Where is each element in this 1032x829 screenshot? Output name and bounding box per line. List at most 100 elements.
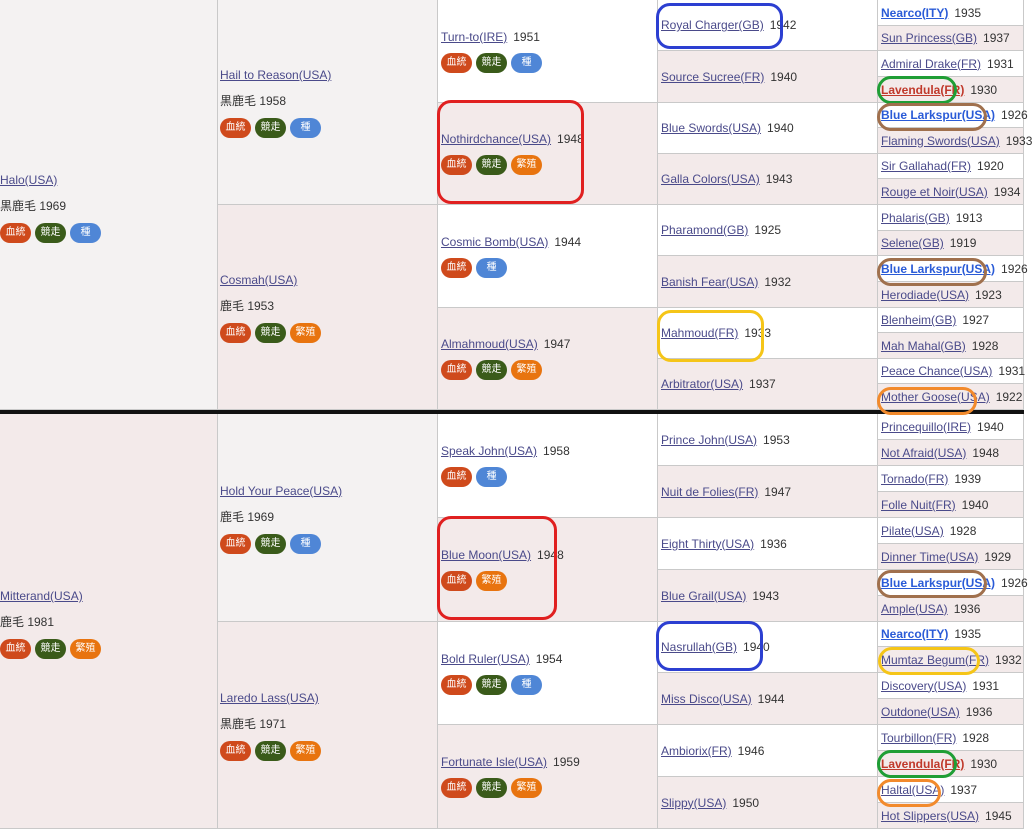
horse-link-turn-to-ire[interactable]: Turn-to(IRE) bbox=[441, 29, 508, 44]
horse-link-mitterand-usa[interactable]: Mitterand(USA) bbox=[0, 589, 83, 603]
badge-stud[interactable]: 繁殖 bbox=[290, 323, 321, 343]
badge-seed[interactable]: 種 bbox=[70, 222, 101, 243]
horse-link-lavendula-fr[interactable]: Lavendula(FR) bbox=[881, 82, 965, 97]
badge-seed[interactable]: 種 bbox=[290, 118, 321, 138]
badge-blood[interactable]: 血統 bbox=[441, 674, 472, 695]
horse-link-rouge-et-noir-usa[interactable]: Rouge et Noir(USA) bbox=[881, 184, 988, 199]
horse-link-peace-chance-usa[interactable]: Peace Chance(USA) bbox=[881, 364, 993, 378]
badge-race[interactable]: 競走 bbox=[255, 533, 286, 554]
horse-link-source-sucree-fr[interactable]: Source Sucree(FR) bbox=[661, 69, 765, 84]
badge-stud[interactable]: 繁殖 bbox=[476, 571, 507, 591]
horse-link-dinner-time-usa[interactable]: Dinner Time(USA) bbox=[881, 549, 979, 564]
horse-link-nearco-ity[interactable]: Nearco(ITY) bbox=[881, 627, 949, 641]
badge-blood[interactable]: 血統 bbox=[0, 639, 31, 659]
badge-race[interactable]: 競走 bbox=[476, 155, 507, 175]
badge-blood[interactable]: 血統 bbox=[220, 118, 251, 138]
horse-link-mah-mahal-gb[interactable]: Mah Mahal(GB) bbox=[881, 338, 966, 353]
badge-blood[interactable]: 血統 bbox=[441, 571, 472, 591]
badge-seed[interactable]: 種 bbox=[511, 52, 542, 73]
horse-link-bold-ruler-usa[interactable]: Bold Ruler(USA) bbox=[441, 651, 530, 666]
horse-link-galla-colors-usa[interactable]: Galla Colors(USA) bbox=[661, 172, 760, 186]
badge-race[interactable]: 競走 bbox=[476, 674, 507, 695]
badge-blood[interactable]: 血統 bbox=[220, 533, 251, 554]
horse-link-tornado-fr[interactable]: Tornado(FR) bbox=[881, 471, 949, 486]
horse-link-cosmah-usa[interactable]: Cosmah(USA) bbox=[220, 273, 298, 287]
horse-link-blue-larkspur-usa[interactable]: Blue Larkspur(USA) bbox=[881, 261, 996, 276]
horse-link-mumtaz-begum-fr[interactable]: Mumtaz Begum(FR) bbox=[881, 652, 990, 667]
horse-link-sir-gallahad-fr[interactable]: Sir Gallahad(FR) bbox=[881, 159, 972, 173]
badge-race[interactable]: 競走 bbox=[476, 778, 507, 798]
horse-link-mother-goose-usa[interactable]: Mother Goose(USA) bbox=[881, 389, 990, 404]
horse-link-hot-slippers-usa[interactable]: Hot Slippers(USA) bbox=[881, 808, 980, 823]
badge-race[interactable]: 競走 bbox=[35, 222, 66, 243]
horse-link-fortunate-isle-usa[interactable]: Fortunate Isle(USA) bbox=[441, 755, 548, 769]
horse-link-admiral-drake-fr[interactable]: Admiral Drake(FR) bbox=[881, 56, 982, 71]
badge-blood[interactable]: 血統 bbox=[220, 323, 251, 343]
horse-link-ambiorix-fr[interactable]: Ambiorix(FR) bbox=[661, 743, 732, 758]
horse-link-pilate-usa[interactable]: Pilate(USA) bbox=[881, 523, 944, 538]
badge-blood[interactable]: 血統 bbox=[441, 257, 472, 278]
badge-seed[interactable]: 種 bbox=[511, 674, 542, 695]
badge-seed[interactable]: 種 bbox=[476, 257, 507, 278]
horse-link-discovery-usa[interactable]: Discovery(USA) bbox=[881, 678, 967, 693]
horse-link-nasrullah-gb[interactable]: Nasrullah(GB) bbox=[661, 640, 738, 654]
horse-link-nearco-ity[interactable]: Nearco(ITY) bbox=[881, 5, 949, 20]
horse-link-almahmoud-usa[interactable]: Almahmoud(USA) bbox=[441, 337, 538, 351]
horse-link-pharamond-gb[interactable]: Pharamond(GB) bbox=[661, 223, 749, 237]
horse-link-blenheim-gb[interactable]: Blenheim(GB) bbox=[881, 313, 957, 327]
badge-blood[interactable]: 血統 bbox=[441, 155, 472, 175]
horse-link-arbitrator-usa[interactable]: Arbitrator(USA) bbox=[661, 377, 744, 391]
horse-link-selene-gb[interactable]: Selene(GB) bbox=[881, 236, 944, 250]
badge-blood[interactable]: 血統 bbox=[441, 52, 472, 73]
horse-link-sun-princess-gb[interactable]: Sun Princess(GB) bbox=[881, 31, 978, 45]
badge-blood[interactable]: 血統 bbox=[0, 222, 31, 243]
horse-link-herodiade-usa[interactable]: Herodiade(USA) bbox=[881, 287, 970, 302]
badge-blood[interactable]: 血統 bbox=[441, 778, 472, 798]
horse-link-nothirdchance-usa[interactable]: Nothirdchance(USA) bbox=[441, 132, 552, 146]
horse-link-prince-john-usa[interactable]: Prince John(USA) bbox=[661, 432, 758, 447]
horse-link-eight-thirty-usa[interactable]: Eight Thirty(USA) bbox=[661, 536, 755, 551]
horse-link-blue-moon-usa[interactable]: Blue Moon(USA) bbox=[441, 548, 532, 562]
horse-link-flaming-swords-usa[interactable]: Flaming Swords(USA) bbox=[881, 133, 1000, 148]
horse-link-nuit-de-folies-fr[interactable]: Nuit de Folies(FR) bbox=[661, 484, 759, 499]
badge-blood[interactable]: 血統 bbox=[220, 741, 251, 761]
horse-link-blue-larkspur-usa[interactable]: Blue Larkspur(USA) bbox=[881, 108, 996, 122]
horse-link-laredo-lass-usa[interactable]: Laredo Lass(USA) bbox=[220, 691, 319, 705]
horse-link-lavendula-fr[interactable]: Lavendula(FR) bbox=[881, 756, 965, 771]
horse-link-tourbillon-fr[interactable]: Tourbillon(FR) bbox=[881, 730, 957, 745]
horse-link-banish-fear-usa[interactable]: Banish Fear(USA) bbox=[661, 274, 759, 289]
horse-link-blue-grail-usa[interactable]: Blue Grail(USA) bbox=[661, 588, 747, 603]
horse-link-blue-swords-usa[interactable]: Blue Swords(USA) bbox=[661, 121, 762, 135]
horse-link-outdone-usa[interactable]: Outdone(USA) bbox=[881, 704, 960, 719]
horse-link-blue-larkspur-usa[interactable]: Blue Larkspur(USA) bbox=[881, 575, 996, 590]
badge-seed[interactable]: 種 bbox=[476, 467, 507, 487]
badge-race[interactable]: 競走 bbox=[476, 52, 507, 73]
badge-race[interactable]: 競走 bbox=[255, 118, 286, 138]
badge-race[interactable]: 競走 bbox=[255, 741, 286, 761]
badge-stud[interactable]: 繁殖 bbox=[511, 155, 542, 175]
horse-link-royal-charger-gb[interactable]: Royal Charger(GB) bbox=[661, 18, 764, 32]
badge-race[interactable]: 競走 bbox=[476, 360, 507, 380]
badge-stud[interactable]: 繁殖 bbox=[511, 360, 542, 380]
horse-link-haltal-usa[interactable]: Haltal(USA) bbox=[881, 782, 945, 797]
horse-link-hail-to-reason-usa[interactable]: Hail to Reason(USA) bbox=[220, 68, 332, 82]
horse-link-miss-disco-usa[interactable]: Miss Disco(USA) bbox=[661, 691, 752, 706]
horse-link-mahmoud-fr[interactable]: Mahmoud(FR) bbox=[661, 326, 739, 340]
horse-link-speak-john-usa[interactable]: Speak John(USA) bbox=[441, 444, 538, 458]
badge-stud[interactable]: 繁殖 bbox=[511, 778, 542, 798]
horse-link-folle-nuit-fr[interactable]: Folle Nuit(FR) bbox=[881, 497, 956, 512]
badge-race[interactable]: 競走 bbox=[255, 323, 286, 343]
horse-link-halo-usa[interactable]: Halo(USA) bbox=[0, 172, 58, 187]
horse-link-princequillo-ire[interactable]: Princequillo(IRE) bbox=[881, 419, 972, 434]
horse-link-ample-usa[interactable]: Ample(USA) bbox=[881, 601, 948, 616]
horse-link-cosmic-bomb-usa[interactable]: Cosmic Bomb(USA) bbox=[441, 234, 549, 249]
horse-link-not-afraid-usa[interactable]: Not Afraid(USA) bbox=[881, 445, 967, 460]
badge-seed[interactable]: 種 bbox=[290, 533, 321, 554]
horse-link-phalaris-gb[interactable]: Phalaris(GB) bbox=[881, 210, 950, 225]
horse-link-slippy-usa[interactable]: Slippy(USA) bbox=[661, 795, 727, 810]
badge-stud[interactable]: 繁殖 bbox=[70, 639, 101, 659]
badge-blood[interactable]: 血統 bbox=[441, 467, 472, 487]
badge-blood[interactable]: 血統 bbox=[441, 360, 472, 380]
badge-race[interactable]: 競走 bbox=[35, 639, 66, 659]
badge-stud[interactable]: 繁殖 bbox=[290, 741, 321, 761]
